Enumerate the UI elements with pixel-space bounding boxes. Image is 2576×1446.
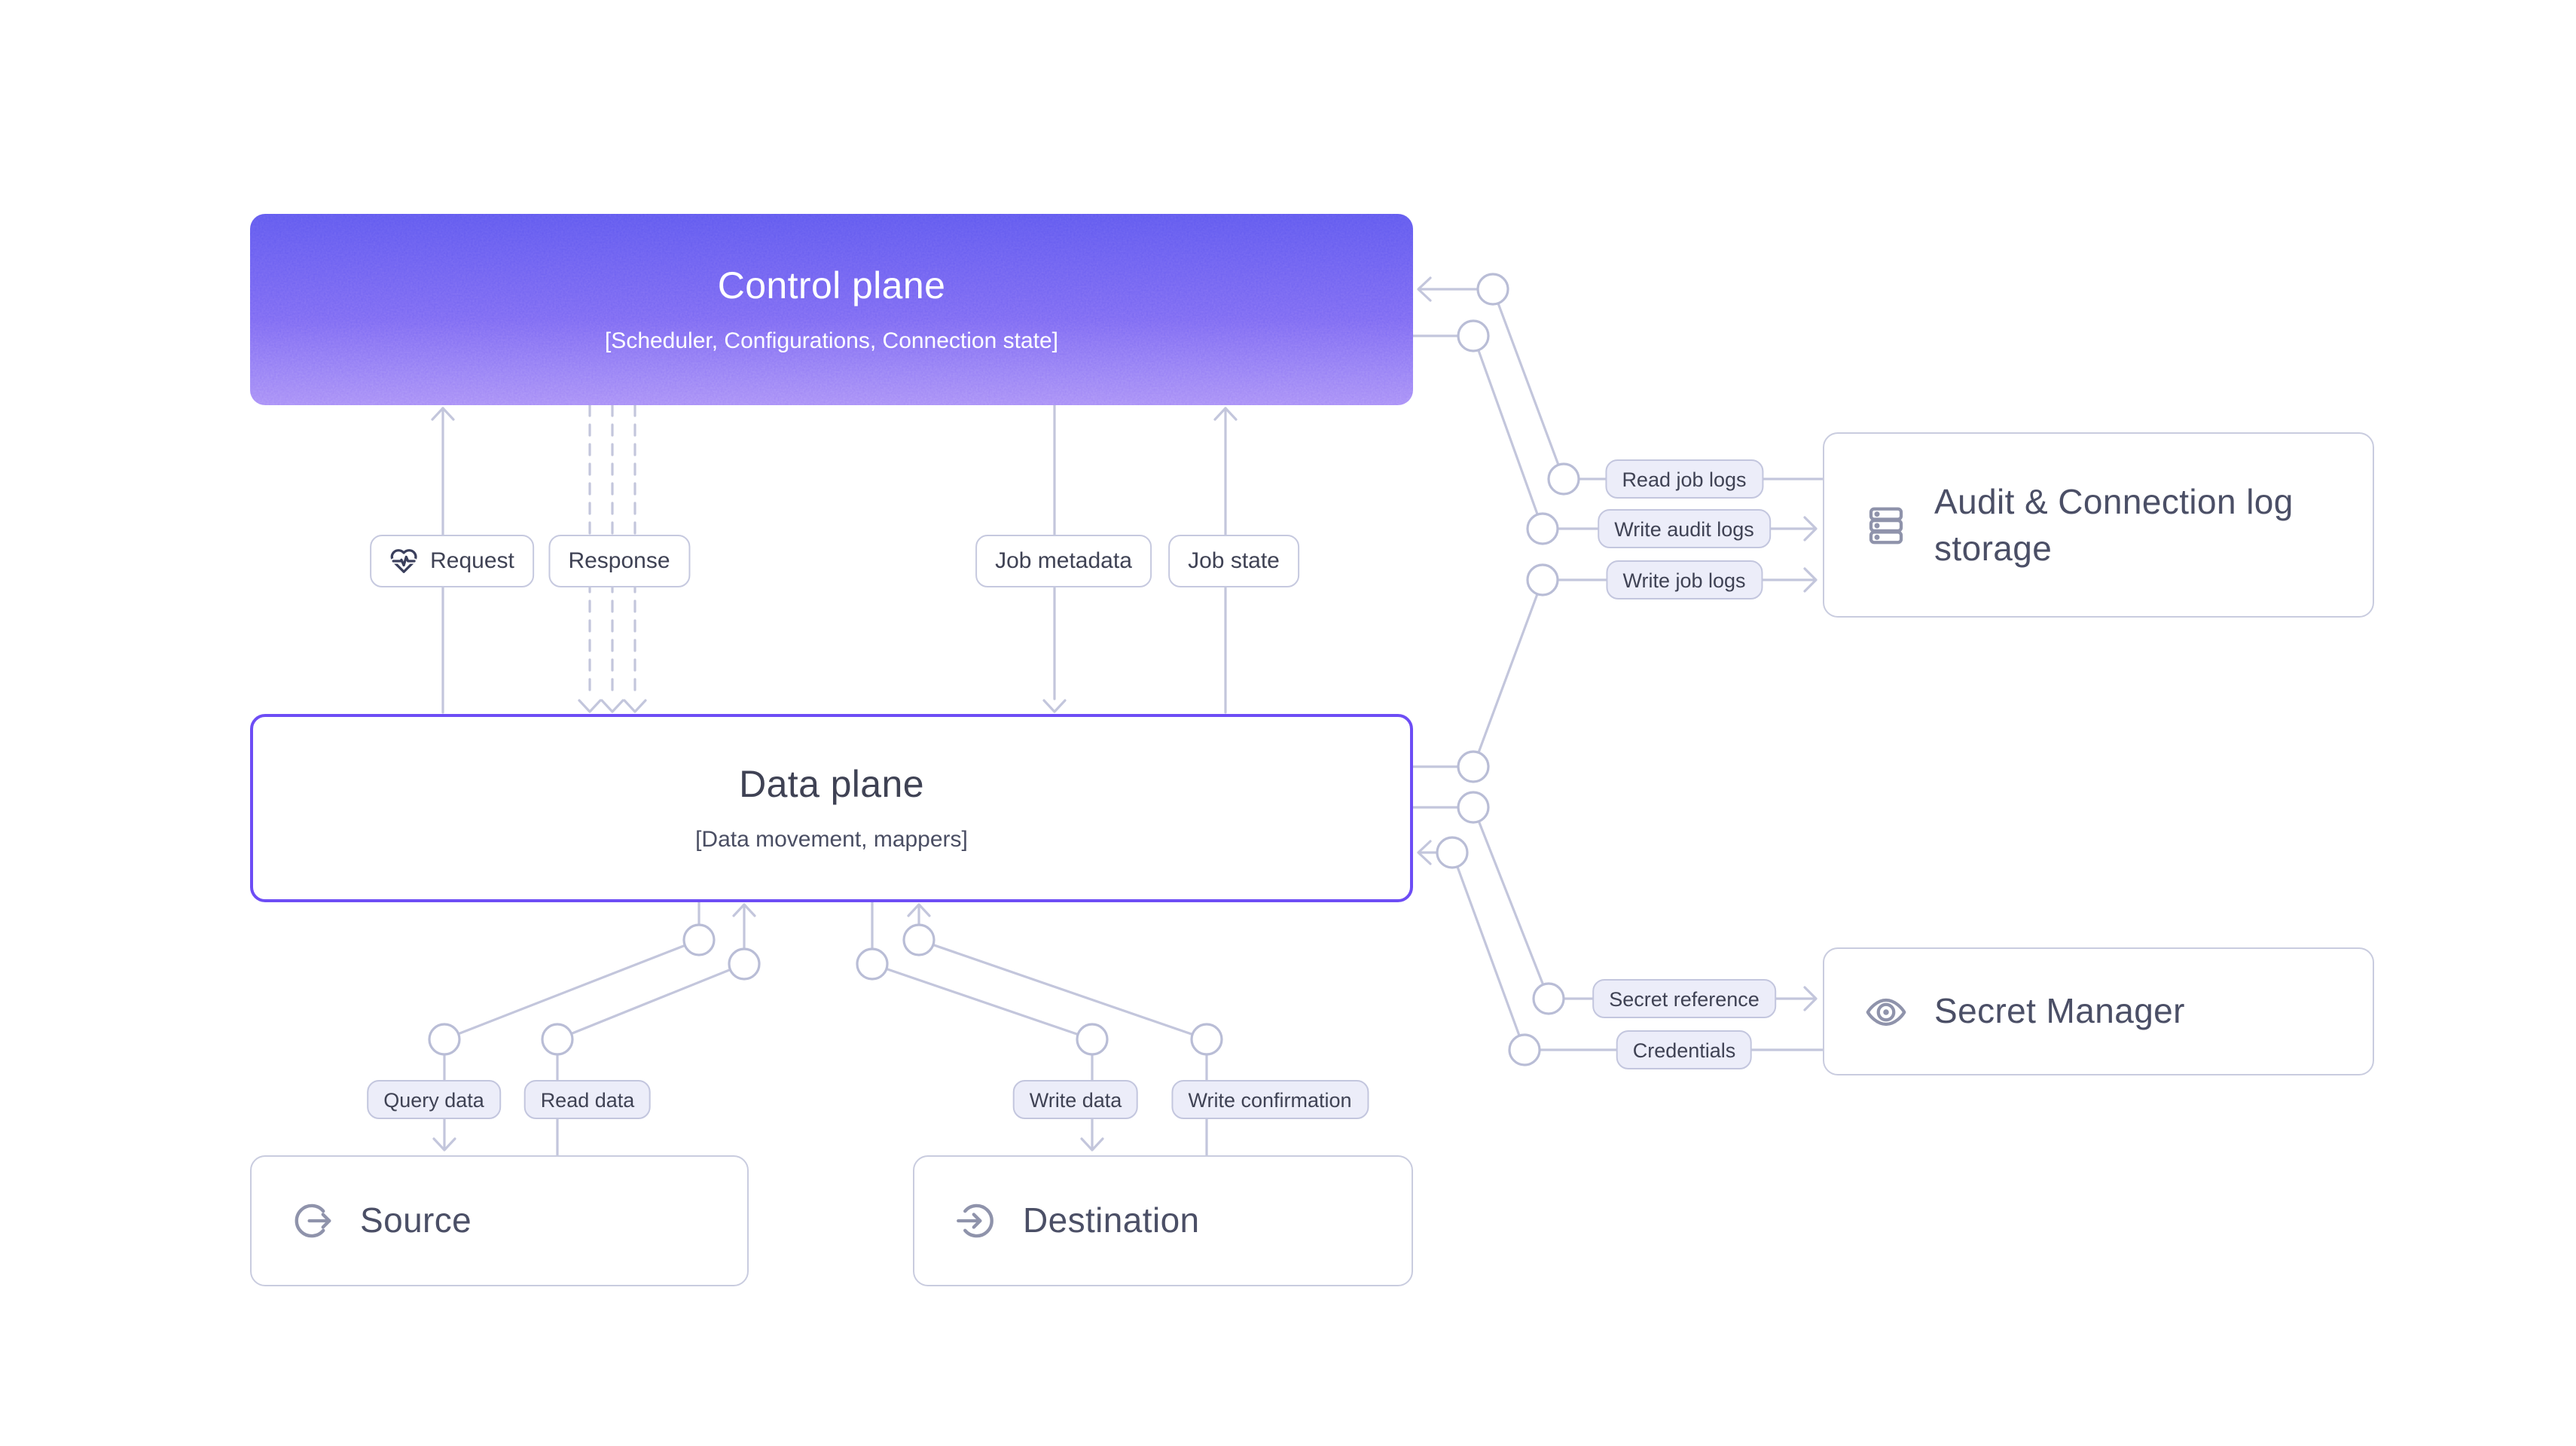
edge-read-job-logs-line bbox=[1417, 276, 1824, 480]
destination-node: Destination bbox=[913, 1155, 1413, 1286]
source-title: Source bbox=[360, 1200, 472, 1240]
control-plane-subtitle: [Scheduler, Configurations, Connection s… bbox=[604, 328, 1059, 354]
control-plane-node: Control plane [Scheduler, Configurations… bbox=[250, 214, 1413, 405]
request-edge-label: Request bbox=[370, 535, 534, 587]
data-plane-node: Data plane [Data movement, mappers] bbox=[250, 714, 1413, 902]
data-plane-subtitle: [Data movement, mappers] bbox=[695, 827, 968, 853]
secret-reference-edge-label: Secret reference bbox=[1592, 979, 1776, 1018]
junction-dots bbox=[428, 273, 1580, 1066]
destination-title: Destination bbox=[1023, 1200, 1200, 1240]
response-edge-label: Response bbox=[548, 535, 690, 587]
job-metadata-edge-label: Job metadata bbox=[975, 535, 1152, 587]
import-circle-icon bbox=[957, 1203, 993, 1238]
request-edge-label-text: Request bbox=[430, 548, 514, 574]
edge-credentials-line bbox=[1417, 840, 1824, 1051]
write-audit-logs-edge-label: Write audit logs bbox=[1598, 509, 1771, 548]
write-confirmation-edge-label: Write confirmation bbox=[1171, 1080, 1369, 1119]
heart-pulse-icon bbox=[390, 549, 417, 573]
export-circle-icon bbox=[295, 1203, 331, 1238]
secret-manager-node: Secret Manager bbox=[1823, 947, 2374, 1075]
noise-texture bbox=[250, 214, 1413, 405]
write-job-logs-edge-label: Write job logs bbox=[1606, 560, 1763, 599]
source-node: Source bbox=[250, 1155, 749, 1286]
iris-eye-icon bbox=[1866, 997, 1906, 1026]
edge-response-arrowheads bbox=[578, 699, 647, 713]
secret-manager-title: Secret Manager bbox=[1934, 991, 2185, 1031]
server-stack-icon bbox=[1869, 506, 1903, 544]
audit-log-storage-title: Audit & Connection log storage bbox=[1934, 482, 2294, 567]
audit-log-storage-node: Audit & Connection log storage bbox=[1823, 432, 2374, 618]
job-state-edge-label: Job state bbox=[1168, 535, 1299, 587]
read-data-edge-label: Read data bbox=[523, 1080, 652, 1119]
data-plane-title: Data plane bbox=[739, 764, 924, 806]
read-job-logs-edge-label: Read job logs bbox=[1605, 459, 1763, 499]
control-plane-title: Control plane bbox=[717, 265, 946, 307]
query-data-edge-label: Query data bbox=[367, 1080, 501, 1119]
credentials-edge-label: Credentials bbox=[1616, 1030, 1753, 1069]
write-data-edge-label: Write data bbox=[1012, 1080, 1139, 1119]
